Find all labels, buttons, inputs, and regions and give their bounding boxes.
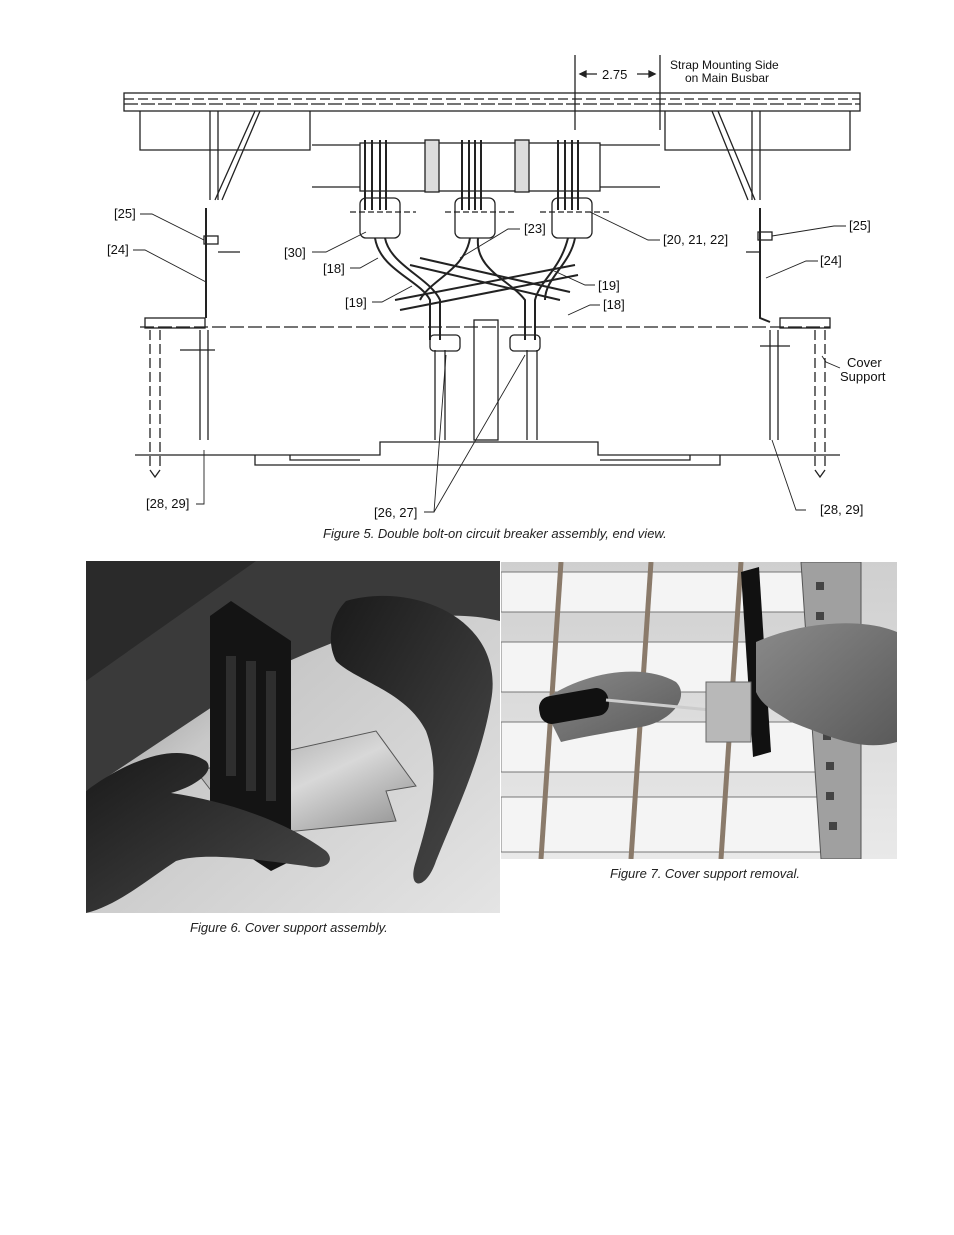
- strap-note-line2: on Main Busbar: [685, 71, 770, 85]
- callout-23: [23]: [524, 221, 546, 236]
- callout-25-right: [25]: [849, 218, 871, 233]
- strap-note-line1: Strap Mounting Side: [670, 58, 779, 72]
- callout-30: [30]: [284, 245, 306, 260]
- callout-20-21-22: [20, 21, 22]: [663, 232, 729, 247]
- callout-19-left: [19]: [345, 295, 367, 310]
- figure7-photo: [501, 562, 897, 859]
- figure6-caption: Figure 6. Cover support assembly.: [190, 920, 388, 935]
- cover-support-label-1: Cover: [847, 355, 882, 370]
- callout-25-left: [25]: [114, 206, 136, 221]
- callout-18-right: [18]: [603, 297, 625, 312]
- callout-28-29-left: [28, 29]: [146, 496, 190, 511]
- callout-28-29-right: [28, 29]: [820, 502, 864, 517]
- callout-18-left: [18]: [323, 261, 345, 276]
- figure6-photo: [86, 561, 500, 913]
- cover-support-label-2: Support: [840, 369, 886, 384]
- callout-26-27: [26, 27]: [374, 505, 418, 520]
- figure5-caption: Figure 5. Double bolt-on circuit breaker…: [323, 526, 667, 541]
- callout-24-left: [24]: [107, 242, 129, 257]
- callout-19-right: [19]: [598, 278, 620, 293]
- callout-24-right: [24]: [820, 253, 842, 268]
- figure5-drawing: [123, 55, 861, 513]
- figure7-caption: Figure 7. Cover support removal.: [610, 866, 801, 881]
- dimension-label: 2.75: [602, 67, 628, 82]
